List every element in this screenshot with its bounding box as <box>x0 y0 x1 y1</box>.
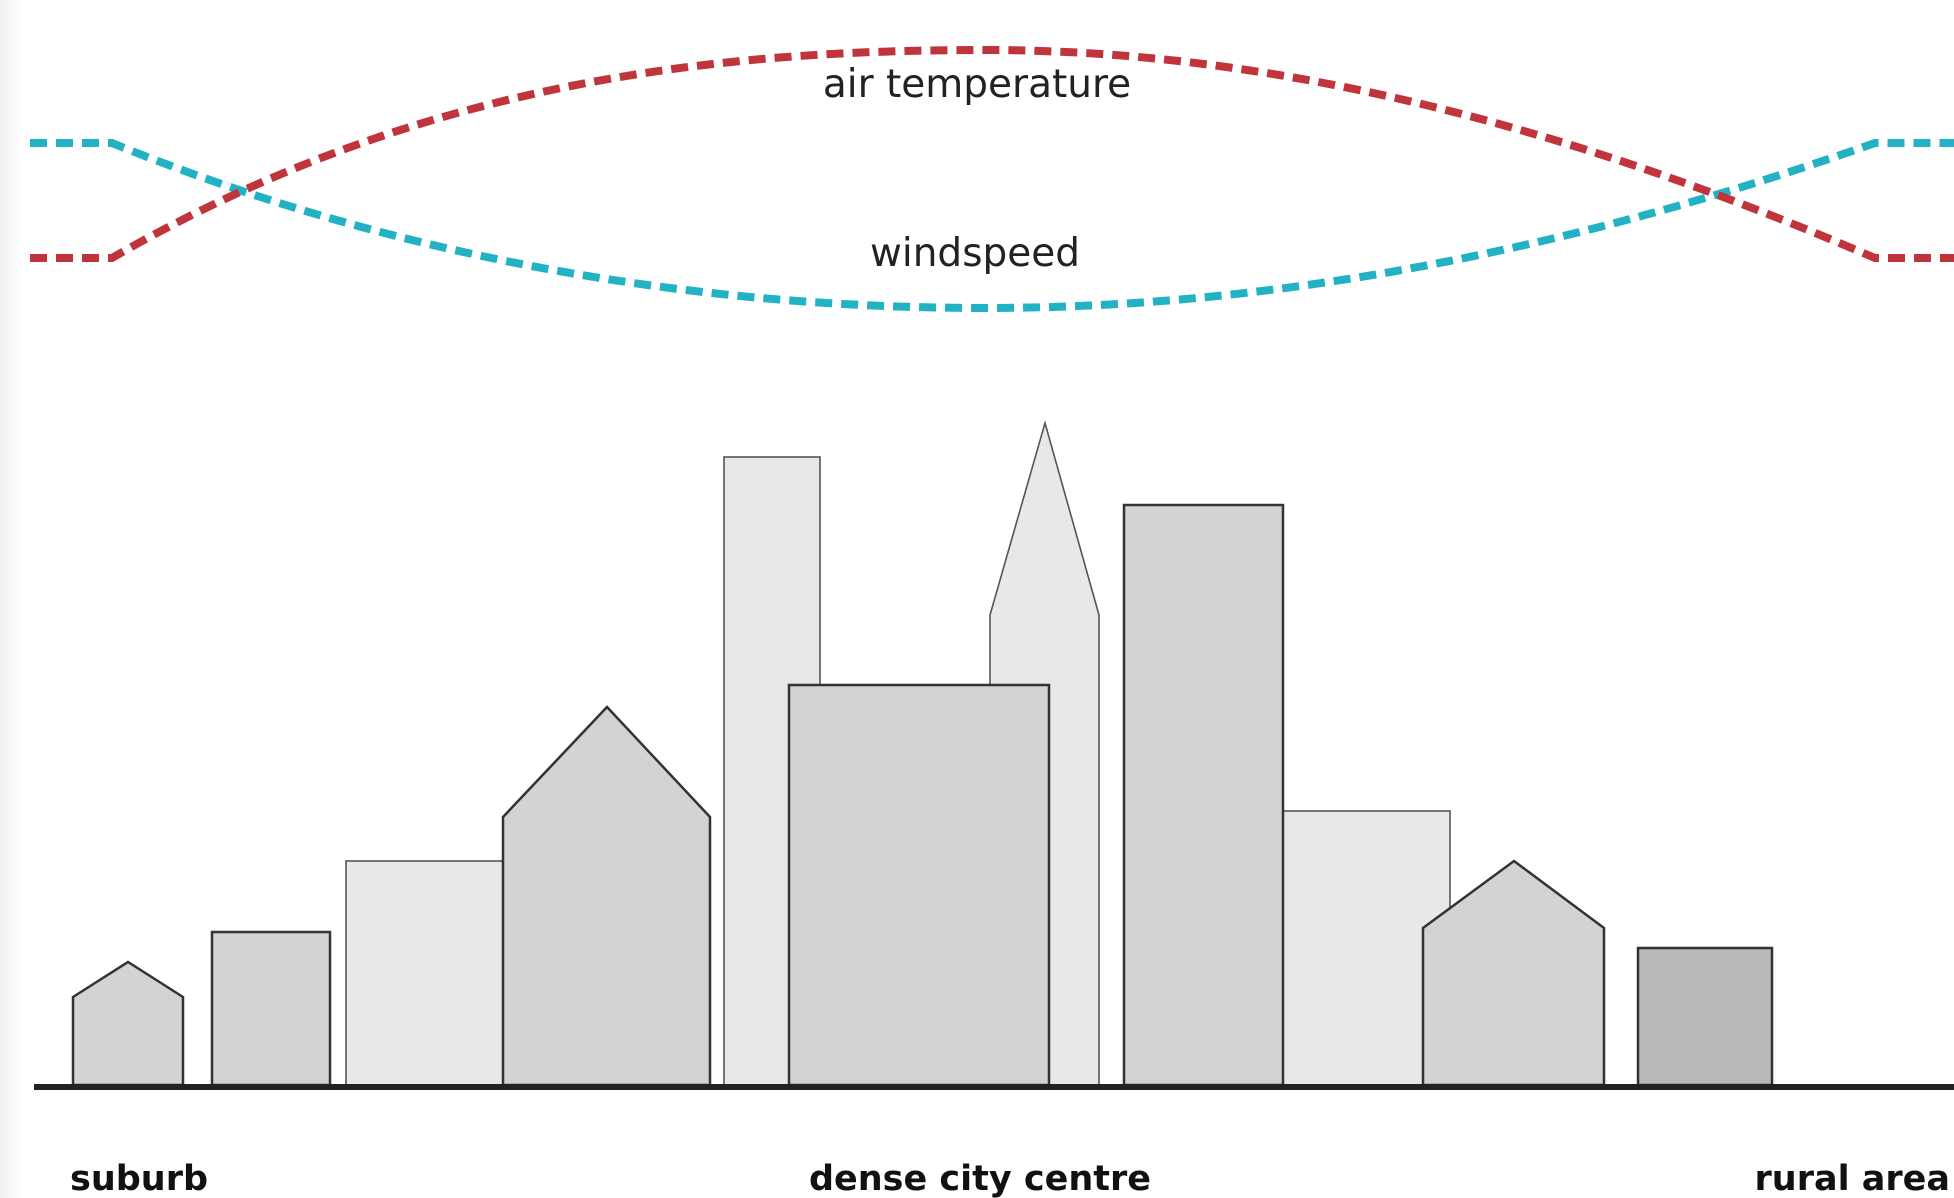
building-tall-right-tower <box>1122 503 1285 1087</box>
windspeed-label: windspeed <box>870 231 1080 276</box>
building-central-block <box>787 683 1051 1087</box>
air-temperature-curve <box>30 45 1954 262</box>
building-suburb-house <box>71 960 185 1087</box>
air-temperature-label: air temperature <box>823 62 1131 107</box>
zone-label-city-centre: dense city centre <box>809 1159 1151 1198</box>
zone-label-rural: rural area <box>1755 1159 1950 1198</box>
left-edge-strip <box>0 0 22 1198</box>
building-rural-box <box>1636 946 1774 1087</box>
building-gabled-left <box>501 705 712 1087</box>
zone-label-suburb: suburb <box>70 1159 208 1198</box>
building-light-block-left <box>345 860 505 1086</box>
windspeed-curve <box>30 139 1954 313</box>
building-small-box <box>210 930 332 1087</box>
